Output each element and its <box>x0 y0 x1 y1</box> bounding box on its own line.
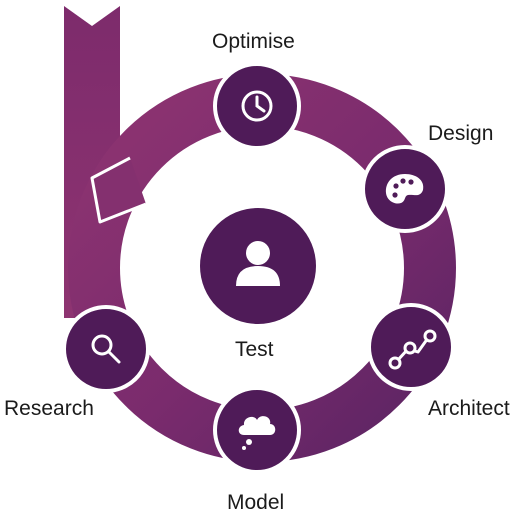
center-node <box>200 208 316 324</box>
user-icon <box>236 241 280 286</box>
stage-label-research: Research <box>4 397 94 420</box>
stage-node-optimise <box>213 62 301 150</box>
palette-icon <box>385 174 424 204</box>
stage-label-design: Design <box>428 122 494 145</box>
stage-node-research <box>62 305 150 393</box>
ribbon-fold <box>90 156 147 224</box>
stage-node-design <box>361 145 449 233</box>
stage-label-architect: Architect <box>428 397 510 420</box>
thought-cloud-icon <box>238 416 276 450</box>
stage-node-model <box>213 386 301 474</box>
flow-nodes-icon <box>388 329 437 370</box>
center-label: Test <box>235 338 274 361</box>
stage-label-model: Model <box>227 491 285 514</box>
stage-label-optimise: Optimise <box>212 30 295 53</box>
magnifier-icon <box>91 334 121 364</box>
clock-icon <box>241 90 273 122</box>
stage-node-architect <box>367 303 455 391</box>
